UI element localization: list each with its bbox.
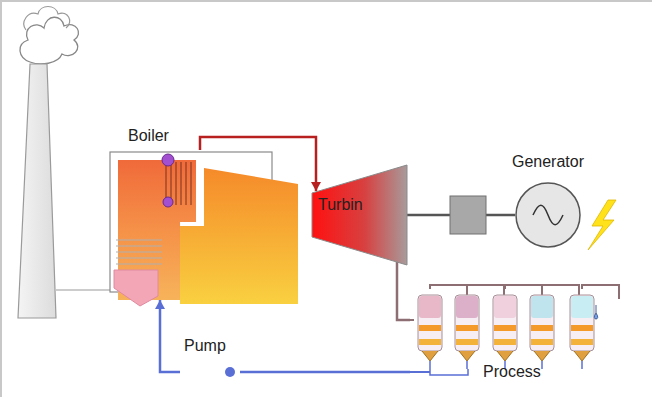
node-label: Turbin: [318, 195, 363, 214]
process-node: Process: [410, 285, 610, 385]
pipe-connector: [200, 137, 316, 191]
node-label: Generator: [512, 152, 584, 171]
turbine-node: Turbin: [312, 165, 407, 265]
boiler-node: Boiler: [110, 150, 300, 300]
arrow-head: [155, 300, 165, 309]
turbine-shape: [312, 165, 407, 265]
pump-node: Pump: [180, 336, 240, 380]
pipe-connector: [397, 262, 410, 320]
arrow-head: [311, 182, 321, 191]
generator-shape: [515, 182, 581, 248]
node-label: Process: [483, 362, 541, 381]
node-label: Pump: [184, 336, 226, 355]
node-label: Boiler: [128, 126, 169, 145]
pipe-connector: [240, 371, 410, 374]
pipe-connector: [160, 300, 180, 372]
generator-node: Generator: [515, 182, 581, 248]
